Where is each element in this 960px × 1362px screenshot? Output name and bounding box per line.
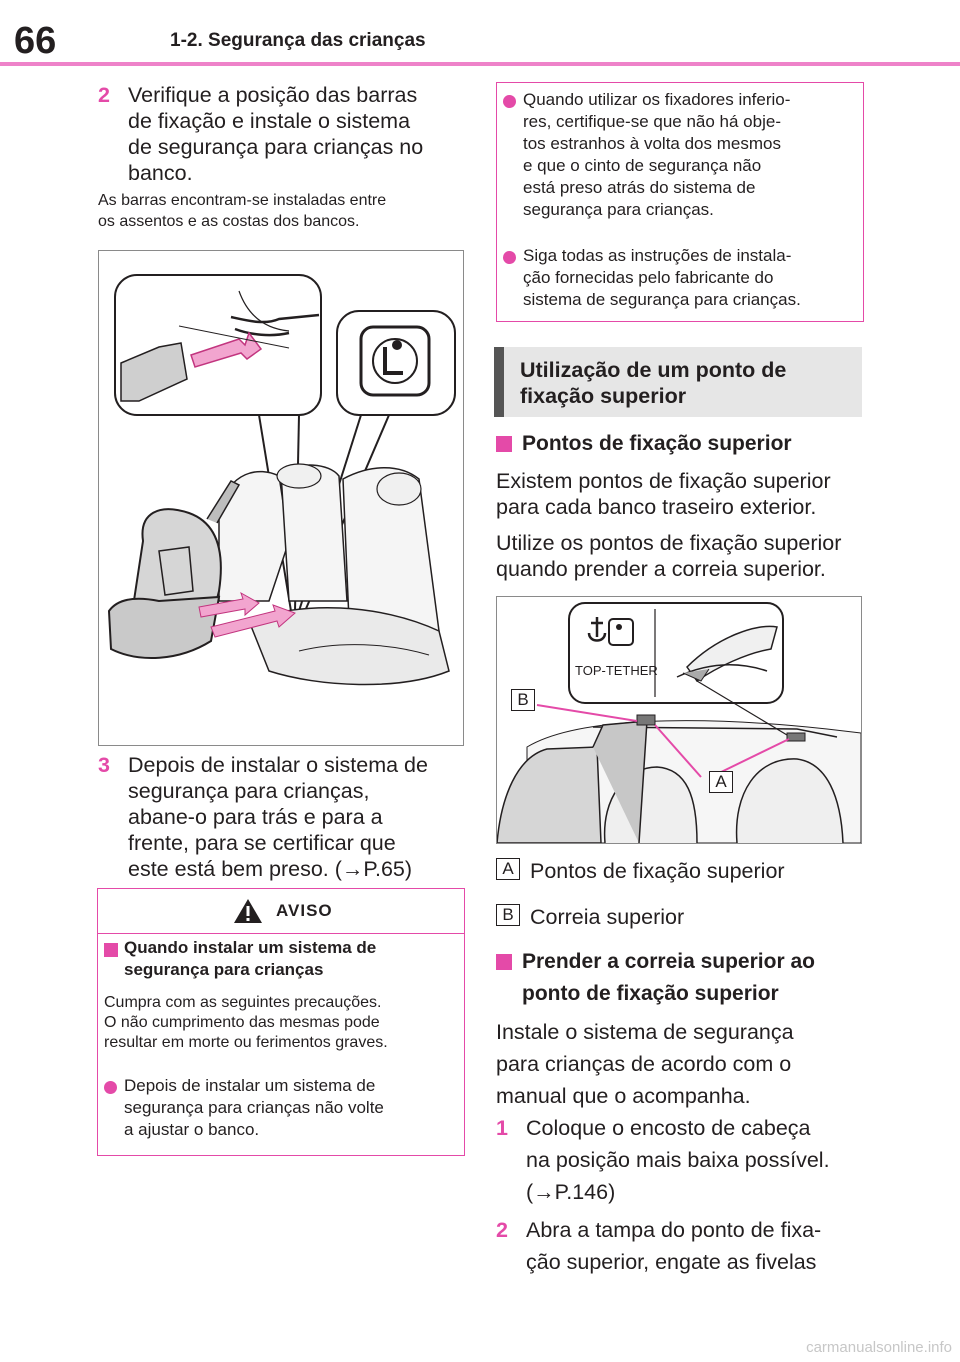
step-3-left: 3 Depois de instalar o sistema de segura… bbox=[98, 752, 468, 882]
paragraph-line: Instale o sistema de segurança bbox=[496, 1020, 794, 1044]
info-line: segurança para crianças. bbox=[523, 200, 714, 219]
bullet-icon bbox=[503, 95, 516, 108]
warning-subheading-line: Quando instalar um sistema de bbox=[124, 938, 377, 957]
top-tether-figure: TOP-TETHER B A bbox=[496, 596, 862, 844]
subheading-prender: Prender a correia superior ao ponto de f… bbox=[522, 946, 815, 1010]
legend-item-b: B bbox=[496, 904, 520, 926]
square-bullet-icon bbox=[496, 436, 512, 452]
bullet-icon bbox=[104, 1081, 117, 1094]
bullet-icon bbox=[503, 251, 516, 264]
step-number: 1 bbox=[496, 1116, 508, 1140]
step-number: 3 bbox=[98, 753, 110, 777]
step-line: (→P.146) bbox=[526, 1180, 616, 1204]
warning-text-line: O não cumprimento das mesmas pode bbox=[104, 1014, 380, 1031]
footer-watermark: carmanualsonline.info bbox=[806, 1339, 952, 1356]
figure-label-a: A bbox=[709, 771, 733, 793]
warning-label: AVISO bbox=[276, 901, 333, 920]
warning-text: Cumpra com as seguintes precauções. O nã… bbox=[104, 993, 388, 1053]
heading-line: fixação superior bbox=[520, 384, 687, 408]
legend-text: Pontos de fixação superior bbox=[530, 859, 785, 883]
section-heading: Utilização de um ponto de fixação superi… bbox=[494, 347, 862, 417]
warning-subheading: Quando instalar um sistema de segurança … bbox=[124, 937, 376, 981]
info-line: sistema de segurança para crianças. bbox=[523, 290, 801, 309]
info-line: está preso atrás do sistema de bbox=[523, 178, 756, 197]
step-line: de fixação e instale o sistema bbox=[128, 109, 411, 133]
info-line: tos estranhos à volta dos mesmos bbox=[523, 134, 781, 153]
subheading-pontos: Pontos de fixação superior bbox=[522, 432, 792, 455]
step-line: Coloque o encosto de cabeça bbox=[526, 1116, 811, 1140]
top-tether-icon-text: TOP-TETHER bbox=[575, 663, 658, 678]
info-line: e que o cinto de segurança não bbox=[523, 156, 762, 175]
info-line: res, certifique-se que não há obje- bbox=[523, 112, 781, 131]
step-line: de segurança para crianças no bbox=[128, 135, 424, 159]
isofix-figure bbox=[98, 250, 464, 746]
warning-text-line: Cumpra com as seguintes precauções. bbox=[104, 994, 382, 1011]
warning-text-line: resultar em morte ou ferimentos graves. bbox=[104, 1034, 388, 1051]
legend-key: A bbox=[496, 858, 520, 880]
step-number: 2 bbox=[496, 1218, 508, 1242]
paragraph: Existem pontos de fixação superior para … bbox=[496, 468, 876, 520]
header-rule bbox=[0, 62, 960, 66]
paragraph-line: manual que o acompanha. bbox=[496, 1084, 751, 1108]
note-line: os assentos e as costas dos bancos. bbox=[98, 213, 360, 230]
paragraph-line: Utilize os pontos de fixação superior bbox=[496, 531, 842, 555]
figure-label-b: B bbox=[511, 689, 535, 711]
note: As barras encontram-se instaladas entre … bbox=[98, 190, 468, 232]
subheading-line: ponto de fixação superior bbox=[522, 982, 779, 1005]
step-line: este está bem preso. (→P.65) bbox=[128, 857, 413, 881]
legend-text: Correia superior bbox=[530, 905, 685, 929]
step-line: ção superior, engate as fivelas bbox=[526, 1250, 817, 1274]
square-bullet-icon bbox=[104, 943, 118, 957]
step-line: frente, para se certificar que bbox=[128, 831, 396, 855]
section-title: 1-2. Segurança das crianças bbox=[170, 30, 426, 51]
heading-line: Utilização de um ponto de bbox=[520, 358, 787, 382]
page-number: 66 bbox=[14, 20, 57, 62]
isofix-illustration bbox=[107, 274, 456, 686]
info-line: Quando utilizar os fixadores inferio- bbox=[523, 90, 791, 109]
info-bullet-1: Quando utilizar os fixadores inferio- re… bbox=[523, 89, 790, 221]
top-tether-illustration: TOP-TETHER bbox=[496, 602, 862, 844]
step-line: Abra a tampa do ponto de fixa- bbox=[526, 1218, 822, 1242]
paragraph-line: para cada banco traseiro exterior. bbox=[496, 495, 817, 519]
info-box: Quando utilizar os fixadores inferio- re… bbox=[496, 82, 864, 322]
warning-bullet-line: segurança para crianças não volte bbox=[124, 1098, 384, 1117]
info-bullet-2: Siga todas as instruções de instala- ção… bbox=[523, 245, 801, 311]
subheading-line: Prender a correia superior ao bbox=[522, 950, 815, 973]
step-line: banco. bbox=[128, 161, 193, 185]
warning-bullet-line: Depois de instalar um sistema de bbox=[124, 1076, 376, 1095]
section-heading-text: Utilização de um ponto de fixação superi… bbox=[520, 357, 786, 409]
step-number: 2 bbox=[98, 83, 110, 107]
legend-item-a: A bbox=[496, 858, 520, 880]
step-line: abane-o para trás e para a bbox=[128, 805, 383, 829]
step-line: segurança para crianças, bbox=[128, 779, 370, 803]
warning-bullet: Depois de instalar um sistema de seguran… bbox=[124, 1075, 384, 1141]
warning-subheading-line: segurança para crianças bbox=[124, 960, 324, 979]
warning-header: AVISO bbox=[98, 889, 464, 934]
paragraph-line: para crianças de acordo com o bbox=[496, 1052, 792, 1076]
step-line: Depois de instalar o sistema de bbox=[128, 753, 428, 777]
info-line: ção fornecidas pelo fabricante do bbox=[523, 268, 774, 287]
step-line: na posição mais baixa possível. bbox=[526, 1148, 830, 1172]
note-line: As barras encontram-se instaladas entre bbox=[98, 192, 387, 209]
step-2-left: 2 Verifique a posição das barras de fixa… bbox=[98, 82, 458, 186]
paragraph: Instale o sistema de segurança para cria… bbox=[496, 1016, 876, 1112]
paragraph-line: Existem pontos de fixação superior bbox=[496, 469, 831, 493]
step-2-right: 2 Abra a tampa do ponto de fixa- ção sup… bbox=[496, 1214, 876, 1278]
step-1-right: 1 Coloque o encosto de cabeça na posição… bbox=[496, 1112, 876, 1208]
paragraph: Utilize os pontos de fixação superior qu… bbox=[496, 530, 876, 582]
step-line: Verifique a posição das barras bbox=[128, 83, 418, 107]
legend-key: B bbox=[496, 904, 520, 926]
info-line: Siga todas as instruções de instala- bbox=[523, 246, 792, 265]
warning-bullet-line: a ajustar o banco. bbox=[124, 1120, 260, 1139]
paragraph-line: quando prender a correia superior. bbox=[496, 557, 826, 581]
warning-box: AVISO Quando instalar um sistema de segu… bbox=[97, 888, 465, 1156]
square-bullet-icon bbox=[496, 954, 512, 970]
warning-triangle-icon bbox=[234, 899, 262, 923]
